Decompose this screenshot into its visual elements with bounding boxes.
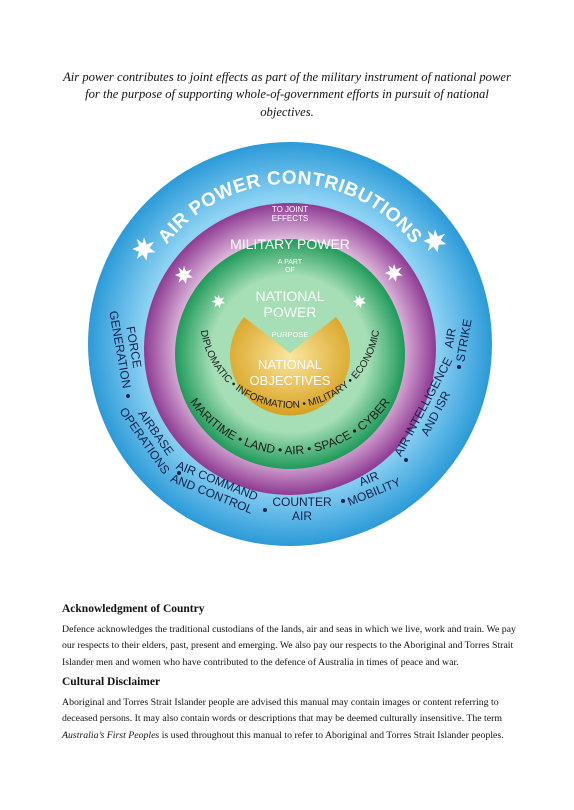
air-strike-line1: AIR (442, 327, 459, 349)
counter-air-line1: COUNTER (272, 495, 332, 509)
separator-dot (263, 508, 267, 512)
purpose-label: PURPOSE (272, 330, 309, 339)
national-power-line1: NATIONAL (256, 288, 325, 304)
disclaimer-term: Australia’s First Peoples (62, 729, 160, 741)
disclaimer-text-part2: is used throughout this manual to refer … (159, 729, 504, 741)
separator-dot (126, 394, 130, 398)
a-part-of-line1: A PART (278, 259, 303, 266)
separator-dot (177, 471, 181, 475)
separator-dot (457, 365, 461, 369)
air-power-contributions-graphic: AIR POWER CONTRIBUTIONS TO JOINT EFFECTS… (88, 142, 492, 546)
a-part-of-line2: OF (285, 267, 295, 274)
acknowledgment-heading: Acknowledgment of Country (62, 603, 205, 615)
disclaimer-heading: Cultural Disclaimer (62, 676, 161, 688)
acknowledgment-text: Defence acknowledges the traditional cus… (62, 624, 516, 668)
national-power-line2: POWER (264, 304, 317, 320)
to-joint-effects-line1: TO JOINT (272, 205, 308, 214)
domain-air: AIR (284, 443, 305, 458)
national-objectives-line2: OBJECTIVES (250, 373, 331, 388)
national-objectives-line1: NATIONAL (258, 357, 322, 372)
separator-dot (404, 458, 408, 462)
disclaimer-text-part1: Aboriginal and Torres Strait Islander pe… (62, 697, 503, 725)
air-power-diagram: AIR POWER CONTRIBUTIONS TO JOINT EFFECTS… (87, 141, 493, 547)
separator-dot (341, 499, 345, 503)
military-power-label: MILITARY POWER (230, 236, 350, 252)
counter-air-line2: AIR (292, 509, 312, 523)
disclaimer-text: Aboriginal and Torres Strait Islander pe… (62, 695, 522, 744)
national-objectives-core (230, 317, 350, 416)
to-joint-effects-line2: EFFECTS (272, 214, 308, 223)
intro-statement: Air power contributes to joint effects a… (63, 69, 511, 119)
